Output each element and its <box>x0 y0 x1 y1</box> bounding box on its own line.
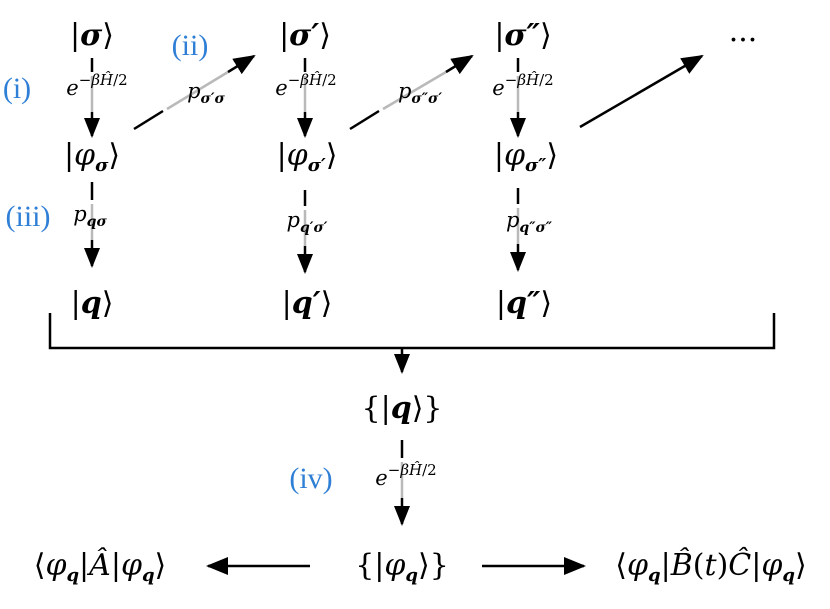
collection-bracket <box>48 313 776 374</box>
projection-prob-2: pq′σ′ <box>287 208 328 236</box>
sigma-double-prime-ket: |σ″⟩ <box>494 18 551 53</box>
phi-sigma-ket: |φσ⟩ <box>64 138 120 176</box>
transition-3: ··· <box>579 23 758 129</box>
correlation-bc: ⟨φq|B̂(t)Ĉ|φq⟩ <box>615 547 806 586</box>
ellipsis: ··· <box>729 23 758 58</box>
propagator-label-2: e−βĤ/2 <box>275 71 336 100</box>
propagator-label-3: e−βĤ/2 <box>492 71 553 100</box>
expectation-a: ⟨φq|Â|φq⟩ <box>34 547 167 586</box>
phi-sigma-double-prime-ket: |φσ″⟩ <box>494 138 558 176</box>
transition-1: pσ′σ <box>133 54 256 131</box>
transition-arrow-3 <box>579 54 704 129</box>
step-label-iii: (iii) <box>6 200 51 233</box>
step-label-iv: (iv) <box>289 462 332 495</box>
sigma-ket: |σ⟩ <box>70 18 114 53</box>
q-prime-ket: |q′⟩ <box>282 286 333 321</box>
transition-prob-2: pσ″σ′ <box>398 79 442 107</box>
step-label-ii: (ii) <box>172 29 209 62</box>
propagator-label-1: e−βĤ/2 <box>66 71 127 100</box>
transition-arrow-1 <box>227 54 256 75</box>
q-set: {|q⟩} <box>362 391 443 426</box>
phi-sigma-prime-ket: |φσ′⟩ <box>277 138 338 176</box>
q-ket: |q⟩ <box>71 286 114 321</box>
propagator-label-final: e−βĤ/2 <box>375 461 436 490</box>
transition-arrow-2 <box>445 54 474 75</box>
projection-prob-1: pqσ <box>73 202 107 230</box>
column-sigma: |σ⟩ e−βĤ/2 |φσ⟩ pqσ |q⟩ <box>64 18 128 321</box>
column-sigma-prime: |σ′⟩ e−βĤ/2 |φσ′⟩ pq′σ′ |q′⟩ <box>275 18 337 321</box>
column-sigma-double-prime: |σ″⟩ e−βĤ/2 |φσ″⟩ pq″σ″ |q″⟩ <box>492 18 558 321</box>
step-label-i: (i) <box>3 72 31 105</box>
sigma-prime-ket: |σ′⟩ <box>279 18 331 53</box>
transition-prob-1: pσ′σ <box>187 79 225 107</box>
projection-prob-3: pq″σ″ <box>506 208 553 236</box>
q-double-prime-ket: |q″⟩ <box>496 286 552 321</box>
phi-q-set: {|φq⟩} <box>355 548 449 586</box>
transition-2: pσ″σ′ <box>349 54 474 131</box>
